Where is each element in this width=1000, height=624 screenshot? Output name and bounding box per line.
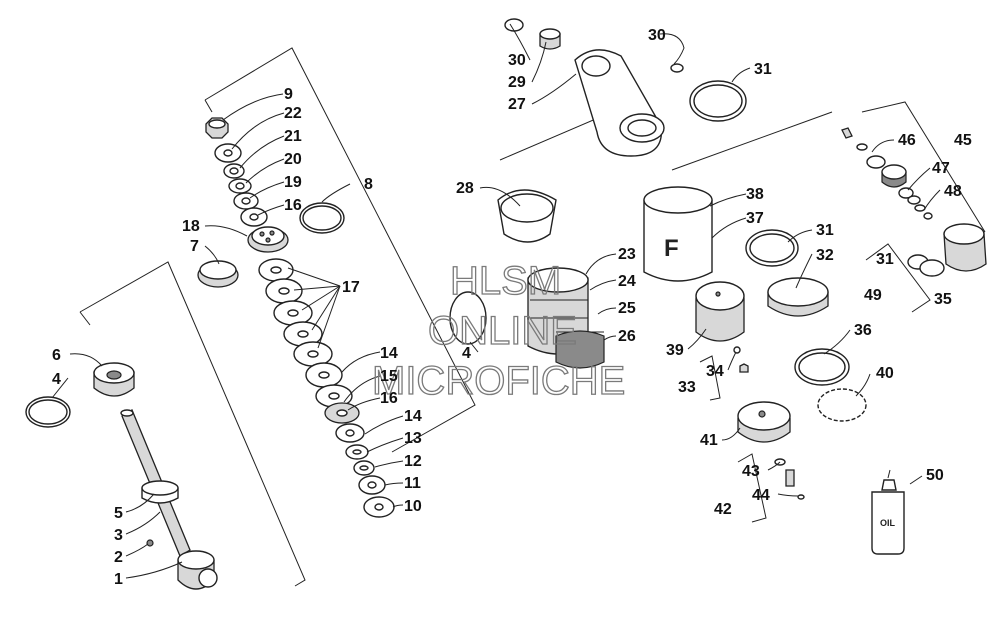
o-ring-40-part [817, 388, 867, 422]
leader-lines [51, 23, 941, 579]
callout-41: 41 [700, 432, 718, 449]
callout-39: 39 [666, 342, 684, 359]
callout-22: 22 [284, 105, 302, 122]
callout-42: 42 [714, 501, 732, 518]
callout-47: 47 [932, 160, 950, 177]
callout-43: 43 [742, 463, 760, 480]
callout-4b: 4 [462, 345, 471, 362]
callout-31c: 31 [876, 251, 894, 268]
watermark: HLSM ONLINE MICROFICHE [371, 258, 626, 403]
callout-2: 2 [114, 549, 123, 566]
callout-4a: 4 [52, 371, 61, 388]
callout-45: 45 [954, 132, 972, 149]
shaft-assembly [25, 362, 218, 590]
callout-8: 8 [364, 176, 373, 193]
callout-34: 34 [706, 363, 724, 380]
callout-21: 21 [284, 128, 302, 145]
callout-24: 24 [618, 273, 636, 290]
callout-12: 12 [404, 453, 422, 470]
watermark-line1: HLSM [450, 259, 561, 303]
callout-10: 10 [404, 498, 422, 515]
callout-25: 25 [618, 300, 636, 317]
callout-9: 9 [284, 86, 293, 103]
callout-48: 48 [944, 183, 962, 200]
callout-20: 20 [284, 151, 302, 168]
callout-40: 40 [876, 365, 894, 382]
callout-labels: 9 22 21 20 19 16 8 18 7 17 14 15 16 14 1… [52, 27, 972, 588]
callout-32: 32 [816, 247, 834, 264]
piston-shim-stack [197, 117, 395, 518]
callout-23: 23 [618, 246, 636, 263]
callout-5: 5 [114, 505, 123, 522]
callout-36: 36 [854, 322, 872, 339]
callout-46: 46 [898, 132, 916, 149]
callout-31b: 31 [816, 222, 834, 239]
valve-part [785, 469, 795, 487]
callout-15: 15 [380, 368, 398, 385]
callout-19: 19 [284, 174, 302, 191]
callout-16b: 16 [380, 390, 398, 407]
callout-50: 50 [926, 467, 944, 484]
callout-1: 1 [114, 571, 123, 588]
shim-stack [258, 258, 395, 518]
callout-17: 17 [342, 279, 360, 296]
shock-body: F [449, 18, 867, 500]
callout-30a: 30 [508, 52, 526, 69]
svg-text:F: F [664, 235, 679, 262]
callout-14a: 14 [380, 345, 398, 362]
group-brackets [79, 47, 986, 587]
callout-30b: 30 [648, 27, 666, 44]
callout-29: 29 [508, 74, 526, 91]
callout-16a: 16 [284, 197, 302, 214]
callout-3: 3 [114, 527, 123, 544]
callout-33: 33 [678, 379, 696, 396]
callout-18: 18 [182, 218, 200, 235]
callout-26: 26 [618, 328, 636, 345]
callout-28: 28 [456, 180, 474, 197]
callout-49: 49 [864, 287, 882, 304]
callout-13: 13 [404, 430, 422, 447]
adjuster-assembly [841, 127, 987, 277]
callout-35: 35 [934, 291, 952, 308]
callout-27: 27 [508, 96, 526, 113]
oil-label: OIL [880, 518, 896, 528]
callout-14b: 14 [404, 408, 422, 425]
callout-11: 11 [404, 475, 421, 492]
oil-bottle: OIL [871, 469, 905, 555]
callout-6: 6 [52, 347, 61, 364]
callout-44: 44 [752, 487, 770, 504]
callout-31a: 31 [754, 61, 772, 78]
watermark-line3: MICROFICHE [372, 359, 625, 403]
callout-38: 38 [746, 186, 764, 203]
callout-37: 37 [746, 210, 764, 227]
ball-part [146, 539, 154, 547]
watermark-line2: ONLINE [428, 309, 577, 353]
callout-7: 7 [190, 238, 199, 255]
